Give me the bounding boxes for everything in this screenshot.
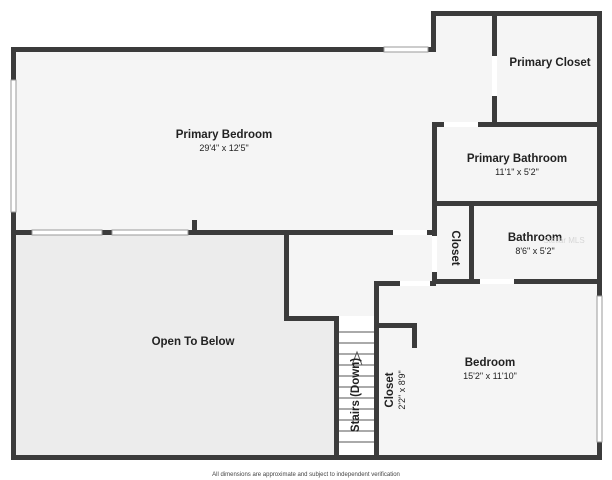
watermark: Stellar MLS [543,236,584,245]
closet-bedroom-label: Closet [384,372,396,407]
door-closet-hall [432,236,437,272]
window-railing-left [31,229,103,236]
door-primary-bedroom [393,230,427,235]
open-to-below-label: Open To Below [152,336,235,348]
wall-left [11,47,16,460]
wall-top-primary [11,47,435,52]
bathroom-floor [434,204,598,282]
wall-hall-bottom [284,316,339,321]
wall-hall-left [284,232,289,321]
wall-bottom [11,455,602,460]
primary-bathroom-label: Primary Bathroom [467,153,567,165]
stairs-treads [339,321,374,455]
bathroom-dims: 8'6" x 5'2" [515,246,554,256]
bedroom-floor [378,284,598,456]
footnote: All dimensions are approximate and subje… [212,472,400,478]
bedroom-dims: 15'2" x 11'10" [463,371,517,381]
primary-closet-label: Primary Closet [509,57,590,69]
window-bedroom-right [596,295,603,443]
door-bathroom [480,279,514,284]
window-railing-right [111,229,189,236]
window-primary-top [383,46,429,53]
primary-closet-floor [434,14,598,126]
bedroom-label: Bedroom [465,357,515,369]
door-bedroom [400,281,430,286]
wall-bath-divider [432,201,602,206]
stairs-label: Stairs (Down) [350,358,362,432]
primary-bedroom-label: Primary Bedroom [176,129,273,141]
closet-bedroom-dims: 2'2" x 8'9" [397,370,407,409]
door-primary-closet [492,56,497,96]
wall-stub [192,220,197,232]
wall-closet-top [376,323,416,328]
primary-bathroom-floor [434,126,598,204]
primary-bathroom-dims: 11'1" x 5'2" [495,167,539,177]
primary-bedroom-floor [14,50,434,232]
wall-step [431,11,436,52]
wall-stairs-left [334,316,339,460]
wall-primary-bedroom-bottom [11,230,436,235]
wall-bedroom-left [374,281,379,460]
closet-hall-label: Closet [449,230,461,265]
wall-bath-bottom [432,279,602,284]
wall-closet-hall-right [469,201,474,284]
door-primary-bathroom [444,122,478,127]
window-primary-left [10,79,17,213]
wall-closet-right [412,323,417,348]
bathroom-label: Bathroom [508,232,562,244]
wall-closet-bottom [432,122,602,127]
wall-top-closet [431,11,601,16]
open-to-below-floor [14,235,334,456]
wall-right [597,11,602,460]
stairs-opening [339,316,374,321]
primary-bedroom-dims: 29'4" x 12'5" [199,143,248,153]
